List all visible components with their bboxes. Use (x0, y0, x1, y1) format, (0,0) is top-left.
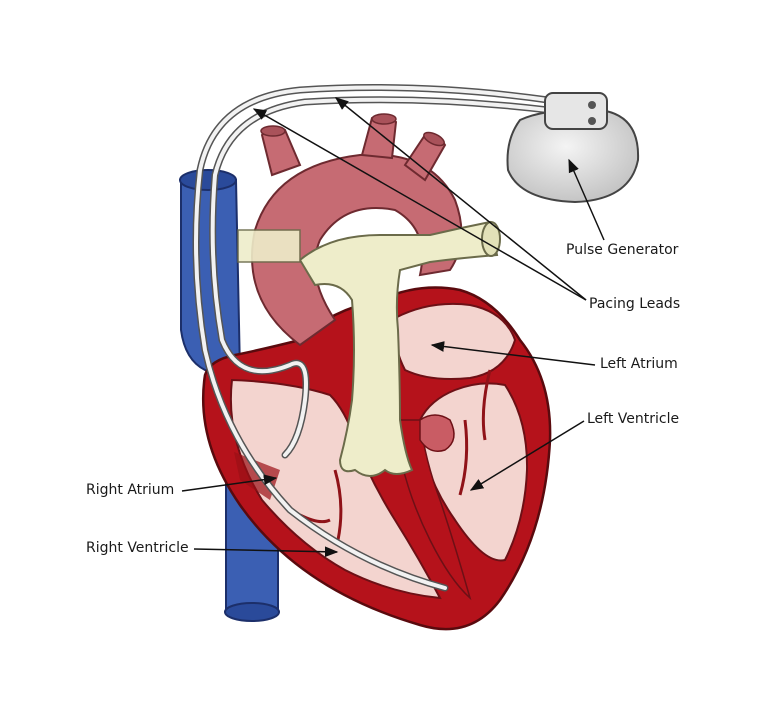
ivc-opening (224, 602, 280, 622)
left-atrium-chamber (393, 302, 517, 380)
left-atrium-pointer (430, 341, 596, 366)
label-right-ventricle: Right Ventricle (86, 540, 189, 556)
interventricular-septum (394, 419, 472, 601)
aorta (251, 113, 463, 347)
pacing-leads-pointer-1 (252, 108, 587, 301)
pulse-generator (506, 92, 640, 204)
device-header (544, 92, 608, 130)
label-right-atrium: Right Atrium (86, 482, 175, 498)
leader-lines (181, 97, 605, 558)
left-ventricle-pointer (469, 420, 585, 491)
right-ventricle-pointer (193, 546, 339, 558)
svc-opening (179, 169, 237, 191)
label-pulse-generator: Pulse Generator (566, 242, 679, 258)
pulmonary-artery (237, 220, 501, 477)
label-left-ventricle: Left Ventricle (587, 411, 680, 427)
label-pacing-leads: Pacing Leads (589, 296, 681, 312)
valve-flaps (419, 414, 455, 452)
pulse-generator-pointer (568, 158, 605, 241)
pacing-leads-pointer-2 (334, 97, 587, 301)
right-atrium-pointer (181, 474, 278, 492)
pacing-leads (192, 84, 552, 592)
label-left-atrium: Left Atrium (600, 356, 678, 372)
